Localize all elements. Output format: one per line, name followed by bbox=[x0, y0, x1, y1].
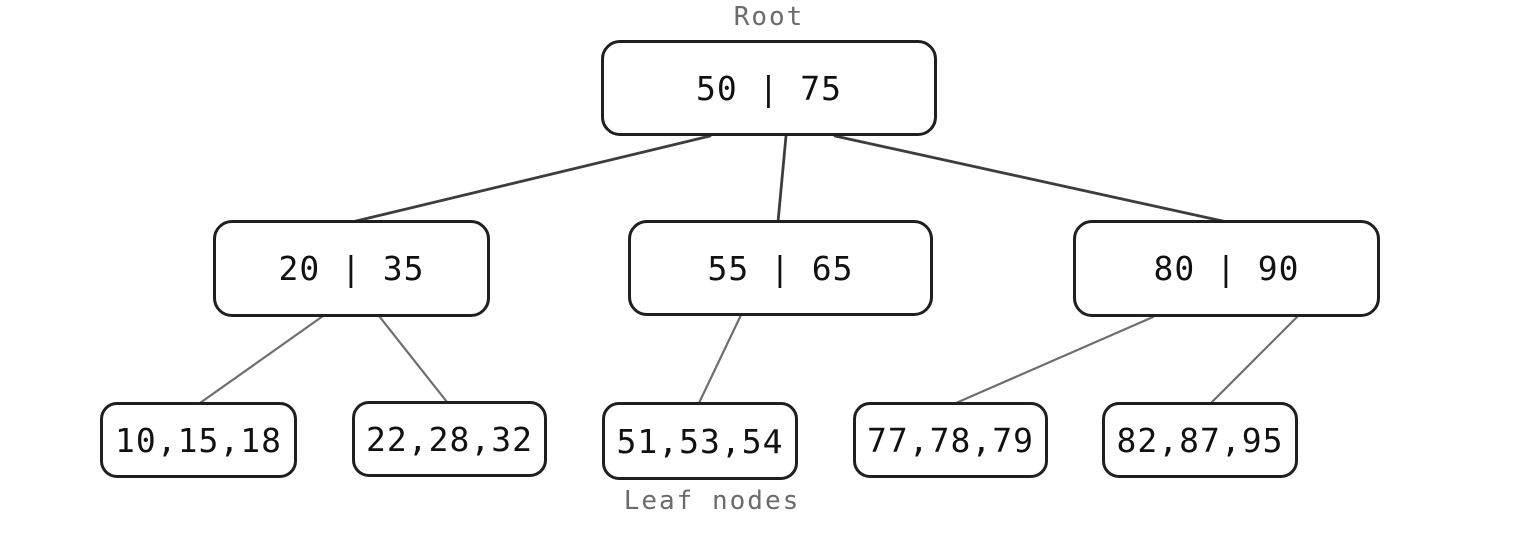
tree-edge-internal-3-to-leaf-5 bbox=[1209, 315, 1299, 405]
leaf-nodes-label: Leaf nodes bbox=[623, 486, 801, 516]
tree-node-leaf-5: 82,87,95 bbox=[1102, 402, 1298, 478]
tree-edge-root-to-internal-3 bbox=[833, 134, 1229, 224]
tree-node-root: 50 | 75 bbox=[601, 40, 937, 136]
tree-node-leaf-1: 10,15,18 bbox=[100, 402, 297, 478]
tree-node-leaf-4: 77,78,79 bbox=[853, 402, 1048, 478]
tree-node-internal-1: 20 | 35 bbox=[213, 220, 490, 317]
tree-edge-root-to-internal-1 bbox=[350, 134, 712, 224]
tree-edge-root-to-internal-2 bbox=[776, 134, 788, 224]
tree-edge-internal-3-to-leaf-4 bbox=[954, 315, 1155, 405]
tree-node-internal-2: 55 | 65 bbox=[628, 220, 933, 316]
tree-edge-internal-1-to-leaf-1 bbox=[198, 314, 325, 405]
tree-node-internal-3: 80 | 90 bbox=[1073, 220, 1380, 317]
tree-node-leaf-2: 22,28,32 bbox=[352, 401, 547, 477]
tree-edge-internal-2-to-leaf-3 bbox=[697, 313, 743, 405]
tree-edge-internal-1-to-leaf-2 bbox=[377, 314, 449, 404]
root-label: Root bbox=[733, 2, 805, 32]
tree-node-leaf-3: 51,53,54 bbox=[602, 402, 798, 480]
